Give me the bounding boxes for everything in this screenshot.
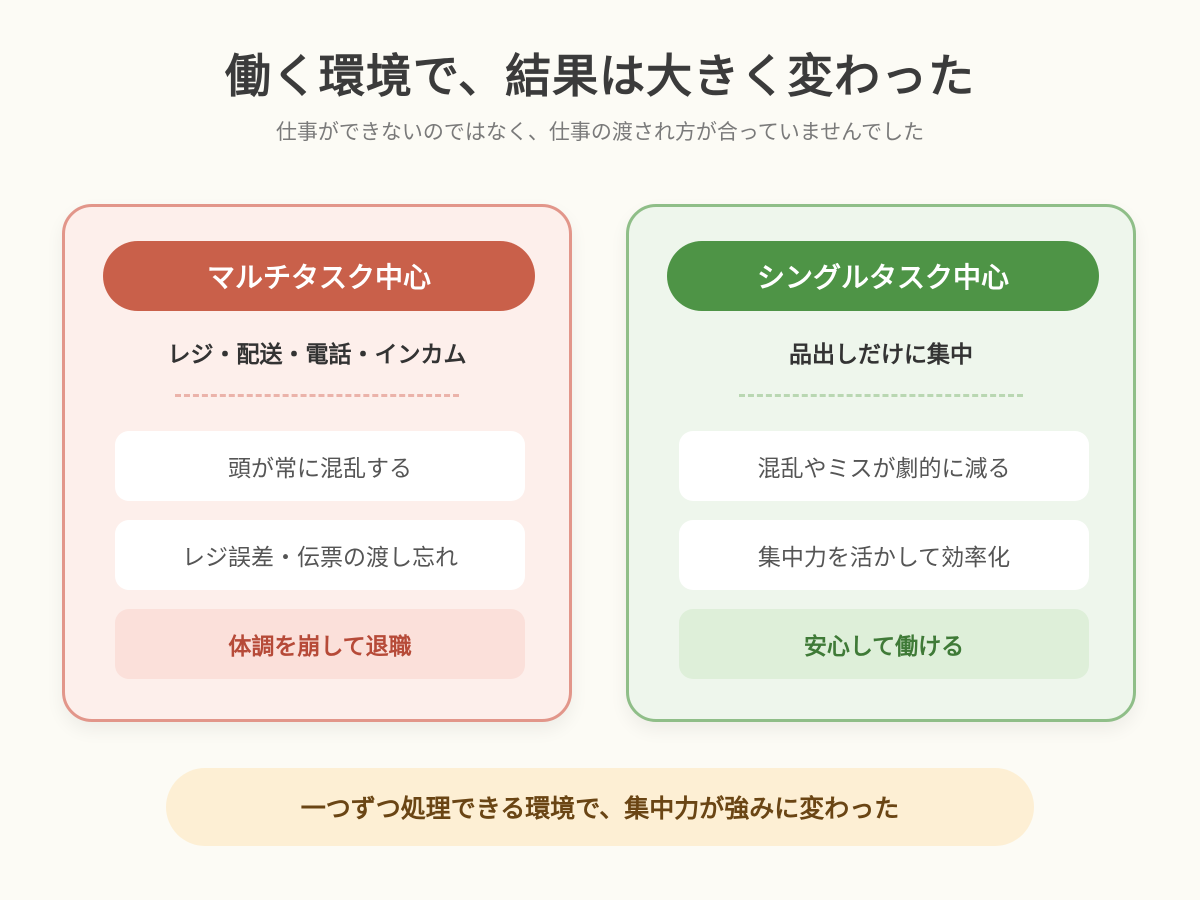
- multitask-divider: [175, 394, 459, 397]
- singletask-divider: [739, 394, 1023, 397]
- page-subtitle: 仕事ができないのではなく、仕事の渡され方が合っていませんでした: [275, 120, 925, 144]
- singletask-item: 混乱やミスが劇的に減る: [679, 431, 1089, 501]
- multitask-card: マルチタスク中心 レジ・配送・電話・インカム 頭が常に混乱する レジ誤差・伝票の…: [62, 204, 572, 722]
- page-title: 働く環境で、結果は大きく変わった: [224, 49, 976, 103]
- multitask-item: レジ誤差・伝票の渡し忘れ: [115, 520, 525, 590]
- singletask-item: 集中力を活かして効率化: [679, 520, 1089, 590]
- singletask-description: 品出しだけに集中: [789, 342, 973, 368]
- multitask-result: 体調を崩して退職: [115, 609, 525, 679]
- singletask-card: シングルタスク中心 品出しだけに集中 混乱やミスが劇的に減る 集中力を活かして効…: [626, 204, 1136, 722]
- multitask-description: レジ・配送・電話・インカム: [167, 342, 467, 368]
- multitask-item: 頭が常に混乱する: [115, 431, 525, 501]
- singletask-result: 安心して働ける: [679, 609, 1089, 679]
- multitask-heading-badge: マルチタスク中心: [103, 241, 535, 311]
- conclusion-banner: 一つずつ処理できる環境で、集中力が強みに変わった: [166, 768, 1034, 846]
- singletask-heading-badge: シングルタスク中心: [667, 241, 1099, 311]
